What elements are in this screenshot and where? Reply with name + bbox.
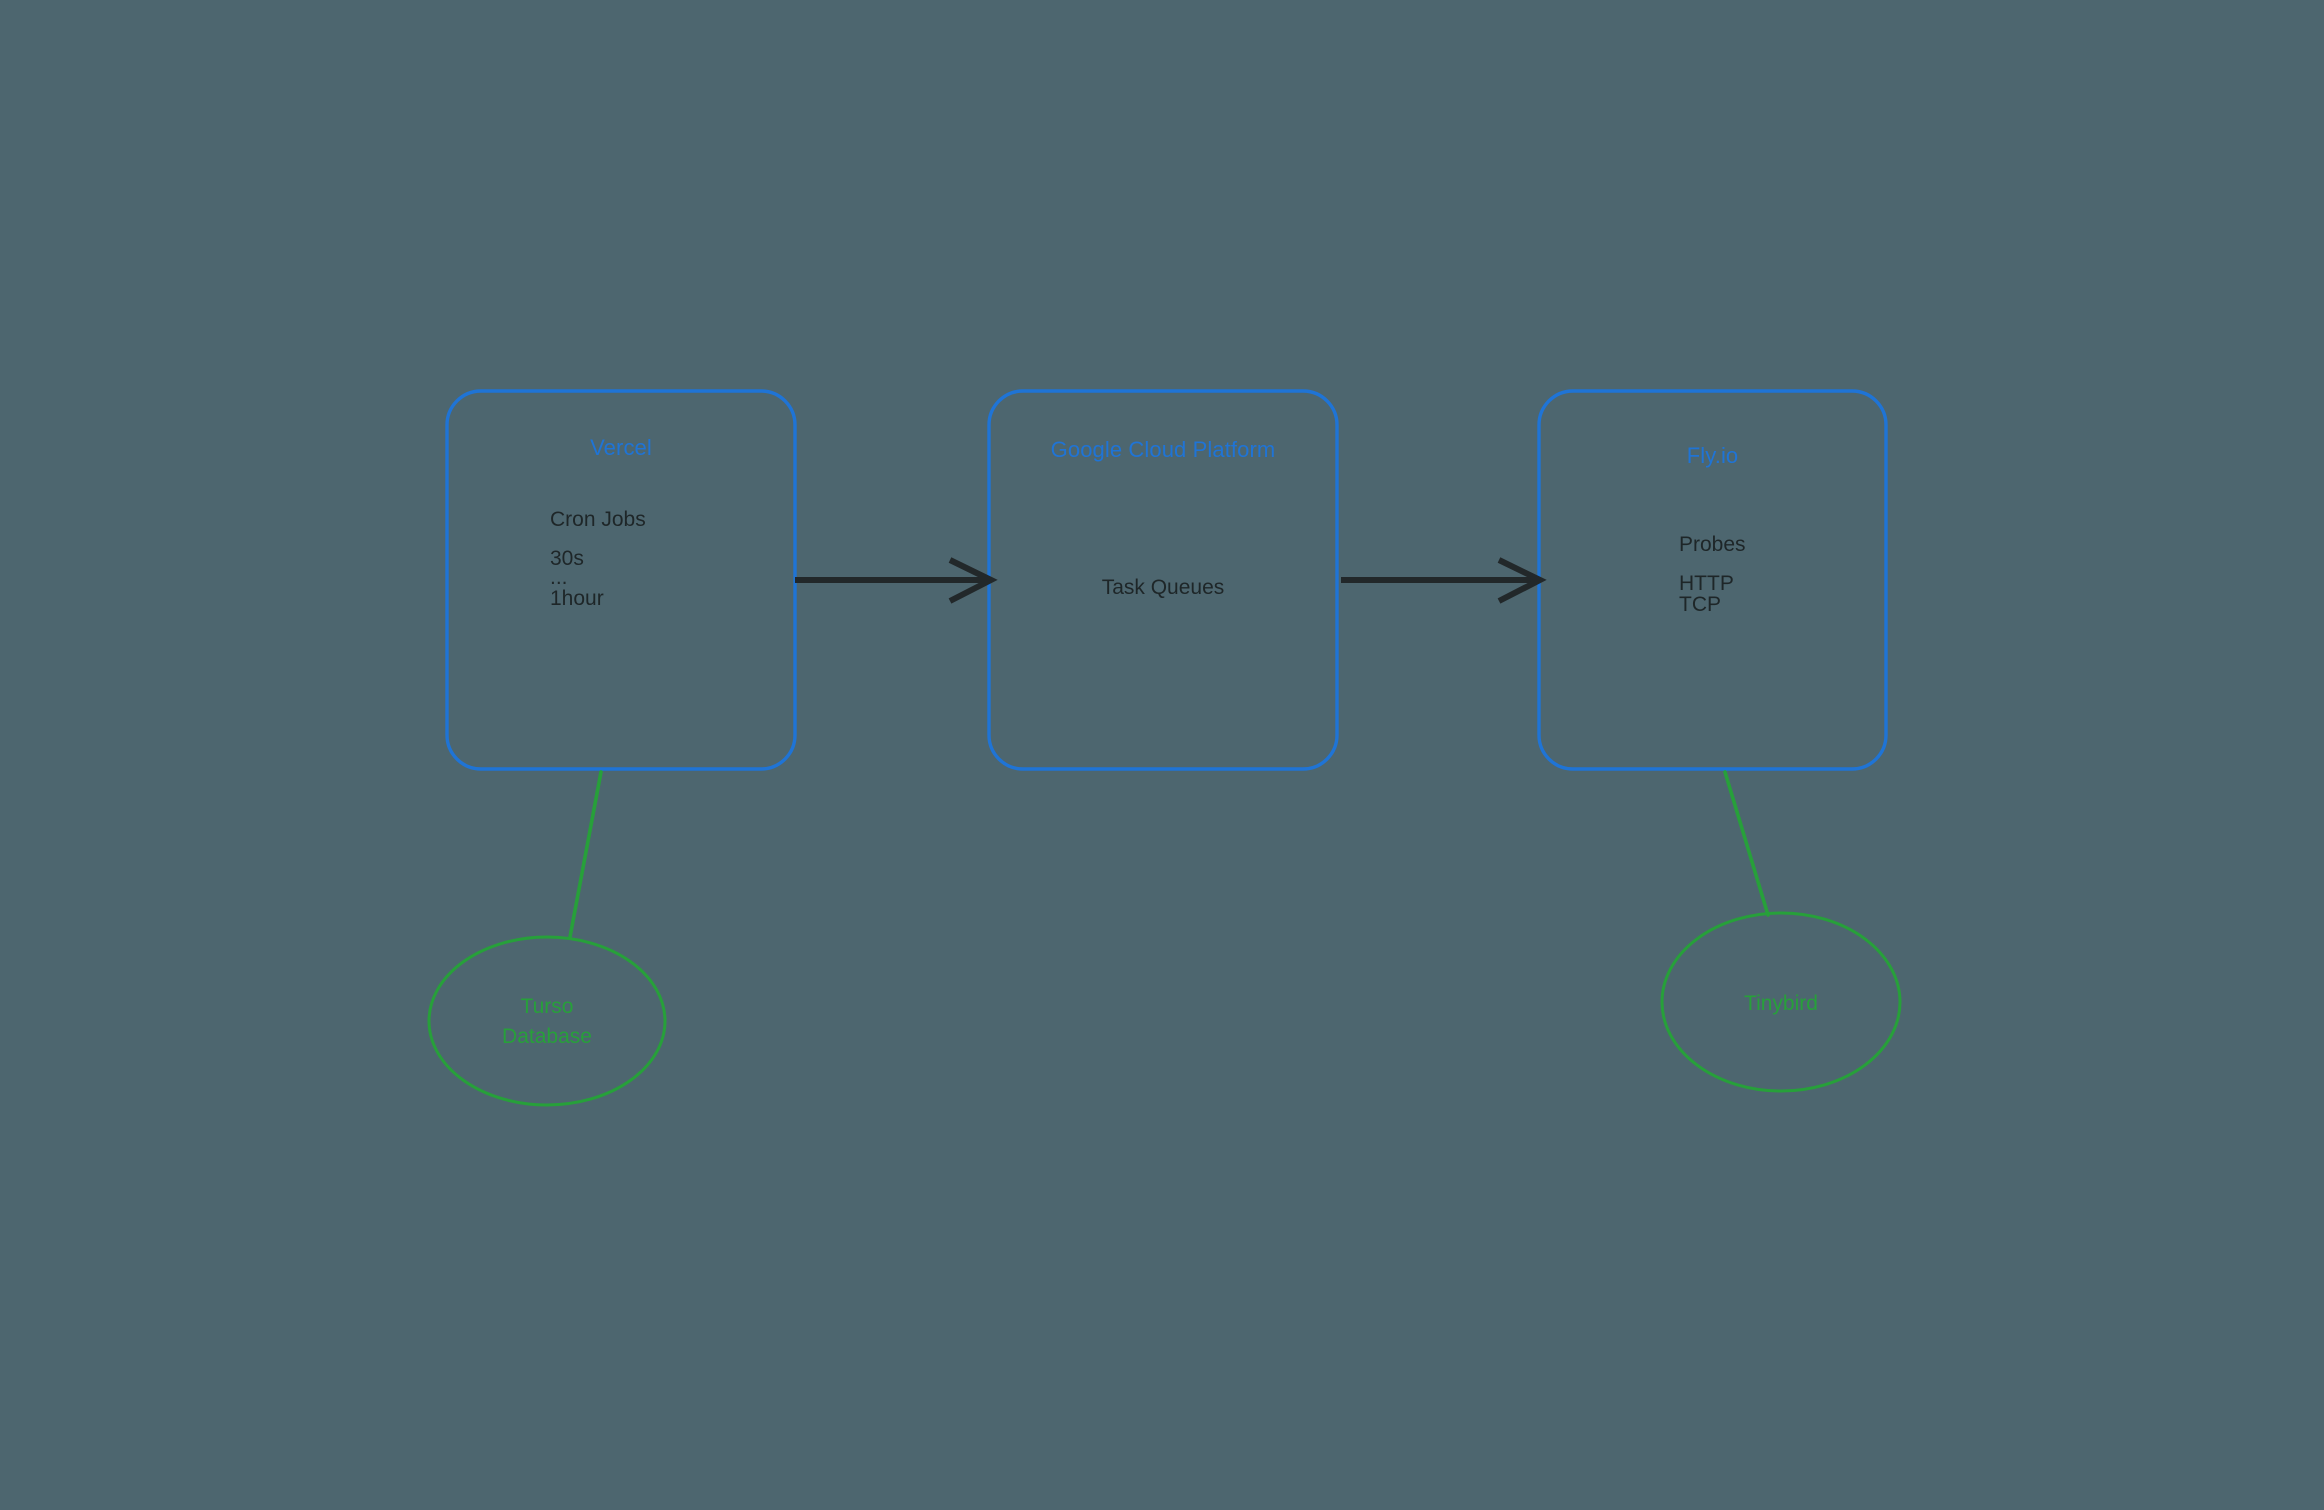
store-label-turso: Turso Database bbox=[427, 992, 667, 1052]
node-body-line-http: HTTP bbox=[1679, 572, 1734, 595]
node-body-vercel: Cron Jobs 30s ... 1hour bbox=[550, 509, 646, 609]
store-ellipse-turso[interactable] bbox=[427, 935, 667, 1107]
node-body-line-probes: Probes bbox=[1679, 533, 1746, 556]
node-body-line-tcp: TCP bbox=[1679, 593, 1721, 616]
node-title-flyio: Fly.io bbox=[1686, 443, 1739, 468]
store-label-line-turso: Turso bbox=[520, 995, 574, 1018]
store-label-line-database: Database bbox=[502, 1024, 592, 1048]
node-title-gcp: Google Cloud Platform bbox=[1050, 437, 1276, 462]
node-body-line-30s: 30s bbox=[550, 547, 584, 570]
node-gcp[interactable]: Google Cloud Platform Task Queues bbox=[989, 391, 1337, 769]
store-label-line-tinybird: Tinybird bbox=[1744, 992, 1818, 1015]
node-body-line-cron-jobs: Cron Jobs bbox=[550, 508, 646, 531]
arrow-vercel-to-gcp bbox=[795, 557, 998, 604]
node-body-flyio: Probes HTTP TCP bbox=[1679, 534, 1746, 615]
node-vercel[interactable]: Vercel Cron Jobs 30s ... 1hour bbox=[447, 391, 795, 769]
store-ellipse-tinybird[interactable] bbox=[1660, 911, 1902, 1093]
node-body-line-1hour: 1hour bbox=[550, 586, 604, 610]
body-spacer bbox=[1679, 555, 1746, 573]
node-title-vercel: Vercel bbox=[590, 435, 652, 460]
arrow-gcp-to-flyio bbox=[1341, 557, 1547, 604]
connector-flyio-to-tinybird bbox=[1723, 770, 1770, 917]
node-body-line-ellipsis: ... bbox=[550, 566, 568, 589]
store-label-tinybird: Tinybird bbox=[1661, 989, 1901, 1019]
node-body-line-task-queues: Task Queues bbox=[1101, 576, 1225, 599]
node-flyio[interactable]: Fly.io Probes HTTP TCP bbox=[1539, 391, 1886, 769]
body-spacer bbox=[550, 530, 646, 548]
connector-vercel-to-turso bbox=[568, 770, 603, 939]
